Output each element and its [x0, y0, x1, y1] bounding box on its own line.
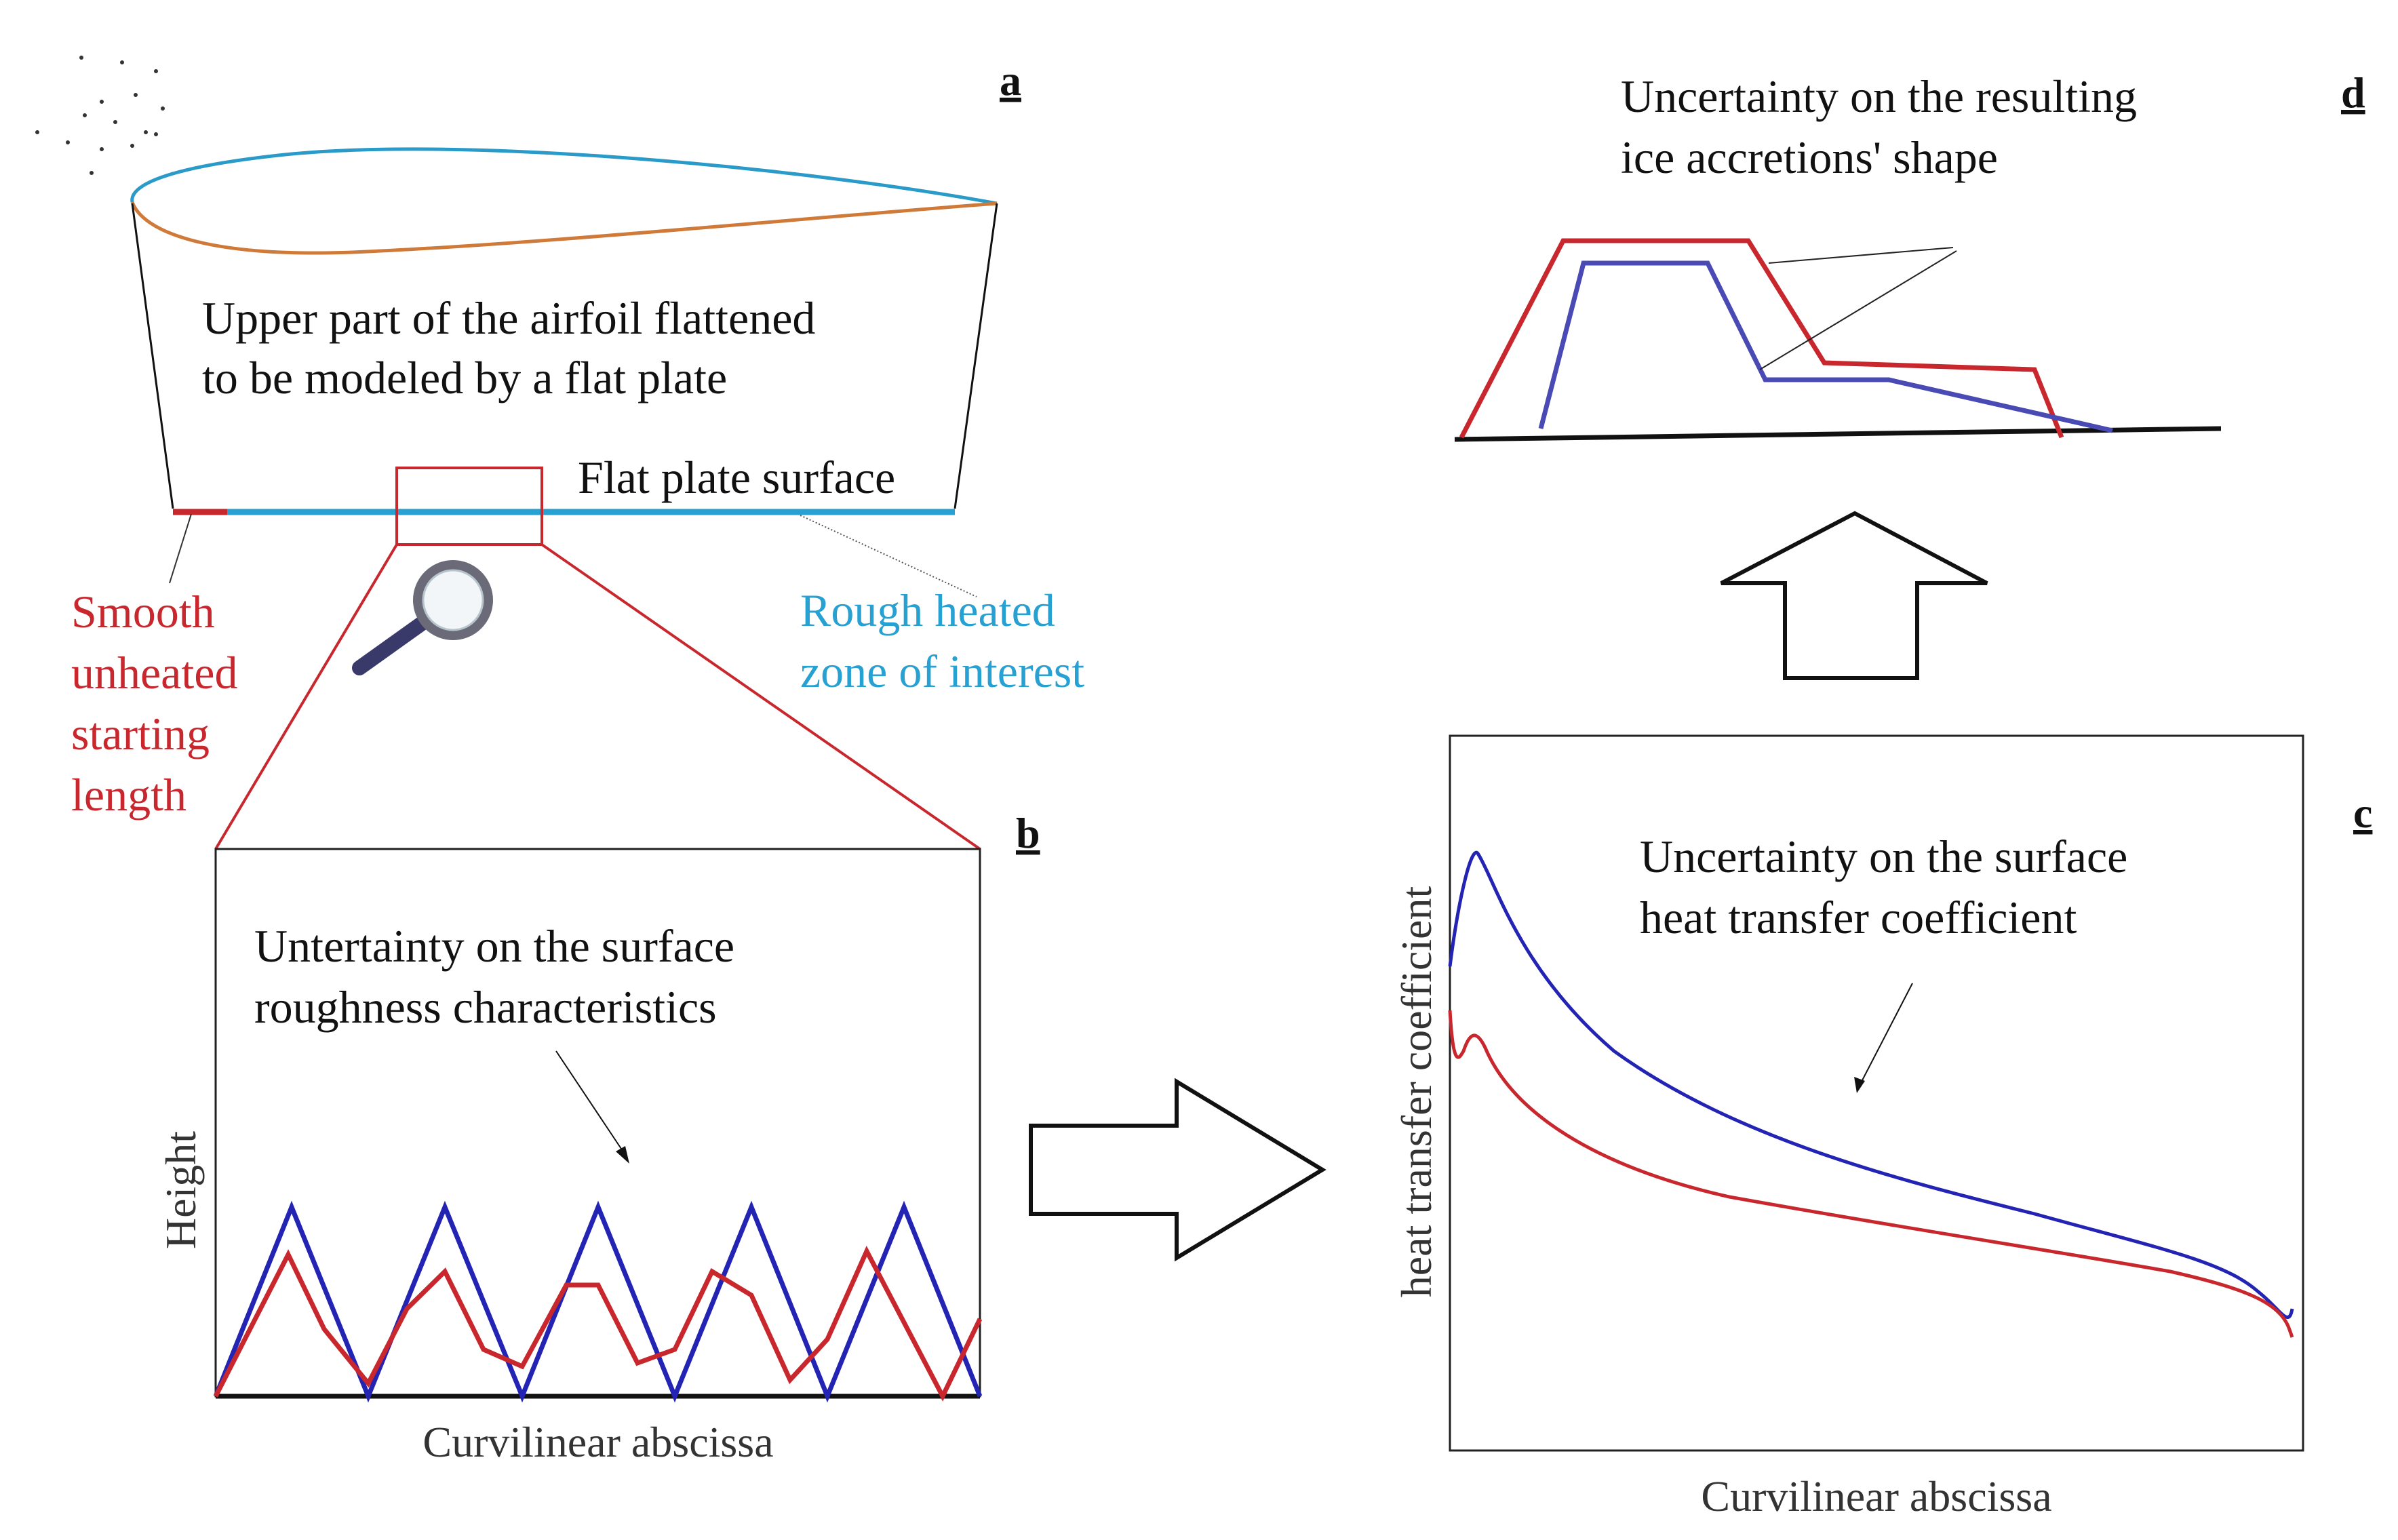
zoom-line-right: [540, 543, 981, 850]
panel-c-arrowhead: [1854, 1077, 1865, 1093]
right-arrow-icon: [1029, 1078, 1326, 1262]
panel-letter-b: b: [1016, 809, 1040, 857]
panel-letter-d: d: [2341, 68, 2365, 117]
ice-shape-blue: [1538, 260, 2113, 433]
ice-baseline: [1454, 426, 2222, 442]
smooth-label-line4: length: [71, 769, 186, 821]
panel-d: Uncertainty on the resulting ice accreti…: [1454, 68, 2365, 442]
panel-letter-a: a: [1000, 56, 1021, 104]
rough-label-line2: zone of interest: [800, 646, 1084, 697]
rough-label-line1: Rough heated: [800, 585, 1055, 636]
ice-shape-red: [1459, 238, 2064, 439]
projection-line-left: [131, 203, 174, 509]
htc-blue-series: [1448, 850, 2294, 1319]
panel-b-annotation-line2: roughness characteristics: [254, 981, 717, 1033]
up-arrow-icon: [1720, 511, 1988, 680]
panel-a: Upper part of the airfoil flattened to b…: [35, 56, 1084, 850]
airfoil-caption-line1: Upper part of the airfoil flattened: [202, 292, 815, 344]
panel-b-annotation-leader: [555, 1050, 625, 1153]
smooth-label-line1: Smooth: [71, 586, 215, 637]
panel-c-frame: [1449, 734, 2304, 1452]
panel-letter-c: c: [2353, 789, 2372, 837]
droplet-dots: [35, 56, 165, 175]
zoom-line-left: [214, 543, 398, 850]
airfoil-lower-surface: [130, 201, 998, 255]
smooth-leader-line: [169, 513, 192, 584]
roughness-red-series: [213, 1245, 983, 1402]
panel-b-arrowhead: [616, 1146, 629, 1164]
panel-c-annotation-leader: [1861, 983, 1913, 1082]
panel-d-annotation-line2: ice accretions' shape: [1621, 132, 1998, 183]
panel-b: Untertainty on the surface roughness cha…: [157, 809, 1040, 1466]
panel-b-y-label: Height: [157, 1131, 205, 1249]
panel-c: Uncertainty on the surface heat transfer…: [1392, 734, 2372, 1520]
panel-c-y-label: heat transfer coefficient: [1392, 886, 1440, 1298]
airfoil-caption-line2: to be modeled by a flat plate: [202, 352, 727, 403]
panel-b-annotation-line1: Untertainty on the surface: [254, 920, 734, 972]
panel-b-x-label: Curvilinear abscissa: [422, 1418, 773, 1466]
panel-c-annotation-line2: heat transfer coefficient: [1640, 892, 2077, 943]
zoom-box: [395, 467, 543, 546]
smooth-label-line3: starting: [71, 708, 210, 759]
panel-d-leader-1: [1768, 247, 1954, 264]
panel-c-annotation-line1: Uncertainty on the surface: [1640, 831, 2127, 882]
panel-c-x-label: Curvilinear abscissa: [1701, 1472, 2051, 1520]
magnifying-glass-icon: [352, 560, 493, 675]
roughness-blue-series: [213, 1200, 983, 1403]
projection-line-right: [954, 203, 998, 509]
smooth-label-line2: unheated: [71, 647, 237, 698]
panel-d-annotation-line1: Uncertainty on the resulting: [1621, 71, 2137, 122]
airfoil-upper-surface: [130, 147, 998, 205]
flat-plate-label: Flat plate surface: [578, 452, 895, 503]
panel-d-leader-2: [1759, 250, 1957, 370]
htc-red-series: [1448, 1010, 2294, 1338]
